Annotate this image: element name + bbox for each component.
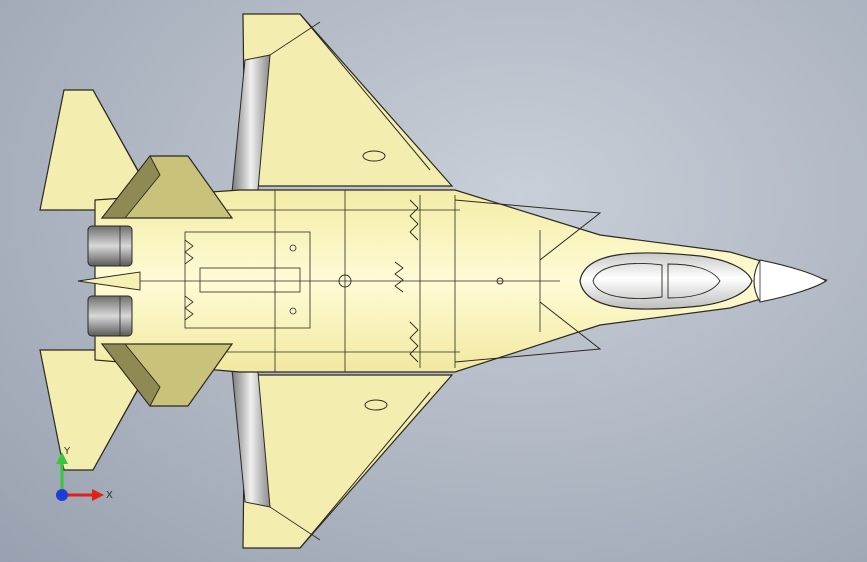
cockpit-canopy (579, 252, 753, 310)
z-axis-dot (56, 489, 68, 501)
fuselage (77, 189, 829, 373)
lower-wing (231, 369, 454, 549)
upper-wing (231, 13, 454, 193)
vertical-stabilizers (100, 155, 234, 407)
engine-nozzles (87, 225, 133, 337)
coordinate-triad: Y X (56, 446, 113, 501)
y-axis-arrowhead (56, 452, 68, 464)
x-axis-arrowhead (92, 489, 104, 501)
nose-cone (753, 259, 828, 303)
y-axis-label: Y (63, 446, 71, 457)
x-axis-label: X (106, 490, 113, 501)
